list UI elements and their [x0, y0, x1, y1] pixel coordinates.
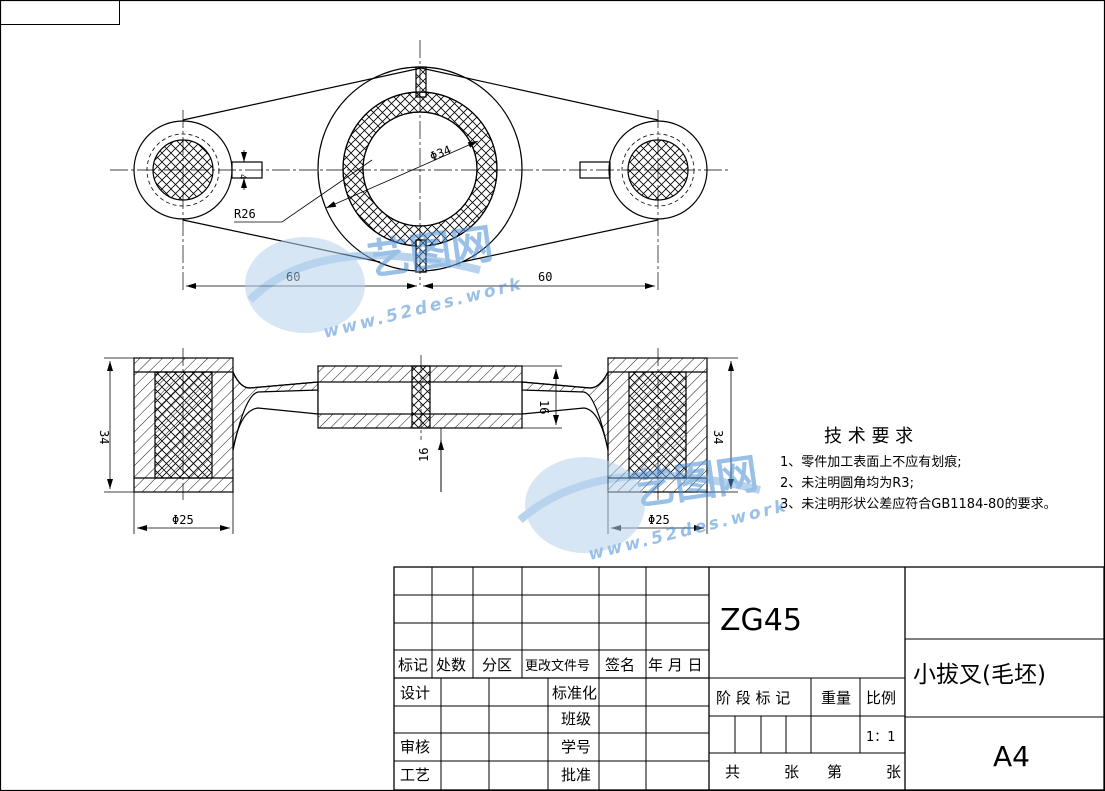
- section-center-lines: [182, 348, 659, 500]
- sheets2-label: 张: [886, 763, 901, 781]
- watermark-2: 艺图网 www.52des.work: [517, 449, 791, 565]
- weight-label: 重量: [821, 689, 851, 707]
- title-block-grid: [393, 566, 1105, 791]
- row-process: 工艺: [400, 766, 430, 784]
- dim-top-right-60: 60: [538, 270, 552, 284]
- row-design: 设计: [400, 684, 430, 702]
- dim-right-height: 34: [711, 430, 725, 444]
- tech-req-item-1: 1、零件加工表面上不应有划痕;: [780, 454, 962, 470]
- dim-right-diameter: Φ25: [648, 513, 670, 527]
- row-review: 审核: [400, 738, 430, 756]
- sheet-size: A4: [993, 740, 1030, 773]
- hdr-mark: 标记: [398, 656, 428, 674]
- dim-lower-16: 16: [417, 448, 431, 462]
- dim-slot-width: 4: [237, 174, 247, 179]
- tech-req-item-3: 3、未注明形状公差应符合GB1184-80的要求。: [780, 496, 1057, 512]
- page-label: 第: [827, 763, 842, 781]
- dim-center-height: 16: [537, 400, 551, 414]
- sheets-label: 张: [784, 763, 799, 781]
- total-label: 共: [725, 763, 740, 781]
- dim-arc-radius: R26: [234, 207, 256, 221]
- row-class: 班级: [561, 710, 591, 728]
- hdr-zone: 分区: [482, 656, 512, 674]
- row-student-id: 学号: [561, 738, 591, 756]
- part-name: 小拔叉(毛坯): [913, 662, 1046, 688]
- dim-left-diameter: Φ25: [172, 513, 194, 527]
- material: ZG45: [720, 603, 802, 638]
- scale-label: 比例: [866, 689, 896, 707]
- dim-left-height: 34: [97, 430, 111, 444]
- row-standardize: 标准化: [552, 684, 597, 702]
- hdr-count: 处数: [436, 656, 466, 674]
- stage-mark: 阶 段 标 记: [716, 689, 790, 707]
- watermark-1: 艺图网 www.52des.work: [245, 219, 526, 343]
- corner-box: [0, 0, 120, 25]
- hdr-date: 年 月 日: [648, 656, 703, 674]
- hdr-change-doc: 更改文件号: [525, 659, 590, 674]
- scale-value: 1：1: [866, 730, 896, 745]
- dim-bore-diameter: Φ34: [428, 143, 453, 164]
- tech-req-item-2: 2、未注明圆角均为R3;: [780, 476, 914, 491]
- row-approve: 批准: [561, 766, 591, 784]
- tech-req-title: 技 术 要 求: [824, 426, 913, 447]
- hdr-sign: 签名: [605, 656, 635, 674]
